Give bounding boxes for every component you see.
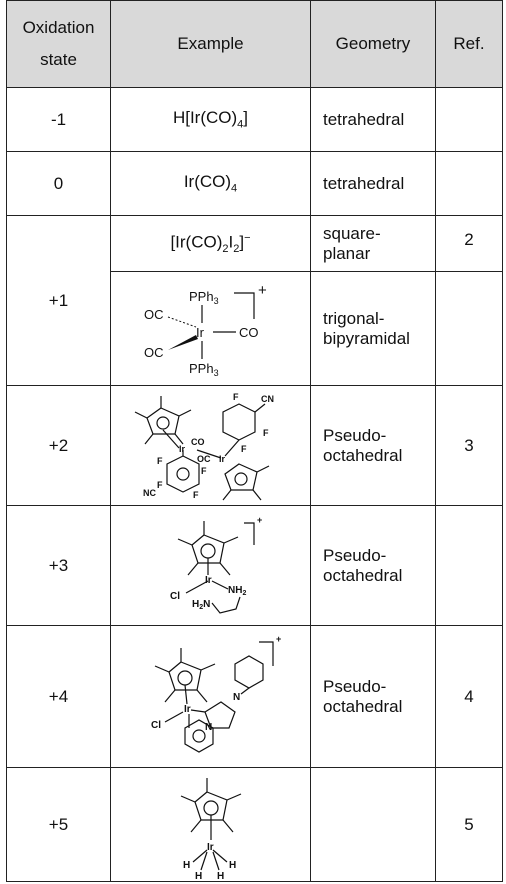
table-row: 0 Ir(CO)4 tetrahedral [6,151,503,216]
svg-text:Cl: Cl [151,720,161,731]
svg-text:+: + [257,515,262,525]
oxidation-cell: +1 [6,215,111,386]
ref-cell: 4 [435,625,503,768]
geometry-cell: Pseudo-octahedral [310,385,436,506]
svg-text:Ir: Ir [196,325,205,340]
example-cell: [Ir(CO)2I2]− [110,215,311,272]
svg-text:CN: CN [261,394,274,404]
cp-star-tetrahydride-structure: Ir H H H H [180,777,241,880]
table-row: +5 Ir H H H [6,767,503,882]
svg-text:Ir: Ir [179,444,186,454]
svg-text:CO: CO [239,325,259,340]
header-ref: Ref. [435,0,503,88]
example-cell: Ir Cl N N + [110,625,311,768]
svg-text:N: N [205,722,212,733]
ref-cell [435,505,503,626]
svg-text:OC: OC [144,307,164,322]
example-cell: Ir CO OC Ir F CN F F F F NC F F [110,385,311,506]
svg-text:Ir: Ir [219,454,226,464]
example-cell: H[Ir(CO)4] [110,87,311,152]
cp-star-ethylenediamine-structure: Ir Cl NH2 H2N + [170,515,262,614]
table-row: +4 [6,625,503,768]
trigonal-bipyramidal-structure: PPh3 Ir CO OC OC PPh3 + [144,282,267,378]
oxidation-cell: +5 [6,767,111,882]
geometry-cell: Pseudo-octahedral [310,505,436,626]
svg-text:F: F [157,480,163,490]
svg-text:NH2: NH2 [228,585,246,597]
example-cell: PPh3 Ir CO OC OC PPh3 + [110,271,311,386]
oxidation-state-table: Oxidation state Example Geometry Ref. -1… [6,0,503,882]
svg-text:F: F [233,392,239,402]
header-row: Oxidation state Example Geometry Ref. [6,0,503,88]
svg-text:NC: NC [143,488,156,498]
ref-cell: 3 [435,385,503,506]
svg-text:OC: OC [197,454,211,464]
example-cell: Ir(CO)4 [110,151,311,216]
oxidation-cell: +4 [6,625,111,768]
ref-cell: 5 [435,767,503,882]
svg-text:+: + [258,282,267,299]
header-geometry: Geometry [310,0,436,88]
geometry-cell: tetrahedral [310,151,436,216]
svg-text:Ir: Ir [205,575,212,586]
svg-text:PPh3: PPh3 [189,361,219,378]
svg-text:F: F [263,428,269,438]
table-row: +2 [6,385,503,506]
table-row: +3 Ir Cl NH2 [6,505,503,626]
ref-cell [435,87,503,152]
header-oxidation-state: Oxidation state [6,0,111,88]
svg-text:H: H [195,871,202,880]
table-row: +1 [Ir(CO)2I2]− square-planar 2 [6,215,503,386]
oxidation-cell: -1 [6,87,111,152]
table-row: PPh3 Ir CO OC OC PPh3 + trigonal-bipyram… [7,271,503,386]
svg-text:Cl: Cl [170,591,180,602]
oxidation-cell: 0 [6,151,111,216]
cp-star-nhc-structure: Ir Cl N N + [151,634,281,753]
ref-cell: 2 [435,215,503,272]
ref-cell [435,151,503,216]
geometry-cell: Pseudo-octahedral [310,625,436,768]
example-cell: Ir H H H H [110,767,311,882]
svg-text:N: N [233,692,240,703]
svg-text:CO: CO [191,437,205,447]
table-row: -1 H[Ir(CO)4] tetrahedral [6,87,503,152]
svg-text:H: H [217,871,224,880]
svg-text:F: F [201,466,207,476]
dimer-structure: Ir CO OC Ir F CN F F F F NC F F [134,392,274,500]
svg-text:Ir: Ir [207,842,214,853]
svg-text:OC: OC [144,345,164,360]
geometry-cell [310,767,436,882]
svg-text:F: F [241,444,247,454]
oxidation-cell: +3 [6,505,111,626]
oxidation-cell: +2 [6,385,111,506]
ref-cell [435,271,503,386]
geometry-cell: tetrahedral [310,87,436,152]
example-cell: Ir Cl NH2 H2N + [110,505,311,626]
svg-text:PPh3: PPh3 [189,289,219,306]
svg-text:H: H [183,860,190,871]
geometry-cell: square-planar [310,215,436,272]
svg-text:F: F [157,456,163,466]
svg-text:H2N: H2N [192,599,210,611]
header-example: Example [110,0,311,88]
svg-text:Ir: Ir [184,704,191,715]
svg-text:+: + [276,634,281,644]
geometry-cell: trigonal-bipyramidal [310,271,436,386]
svg-text:F: F [193,490,199,500]
svg-text:H: H [229,860,236,871]
